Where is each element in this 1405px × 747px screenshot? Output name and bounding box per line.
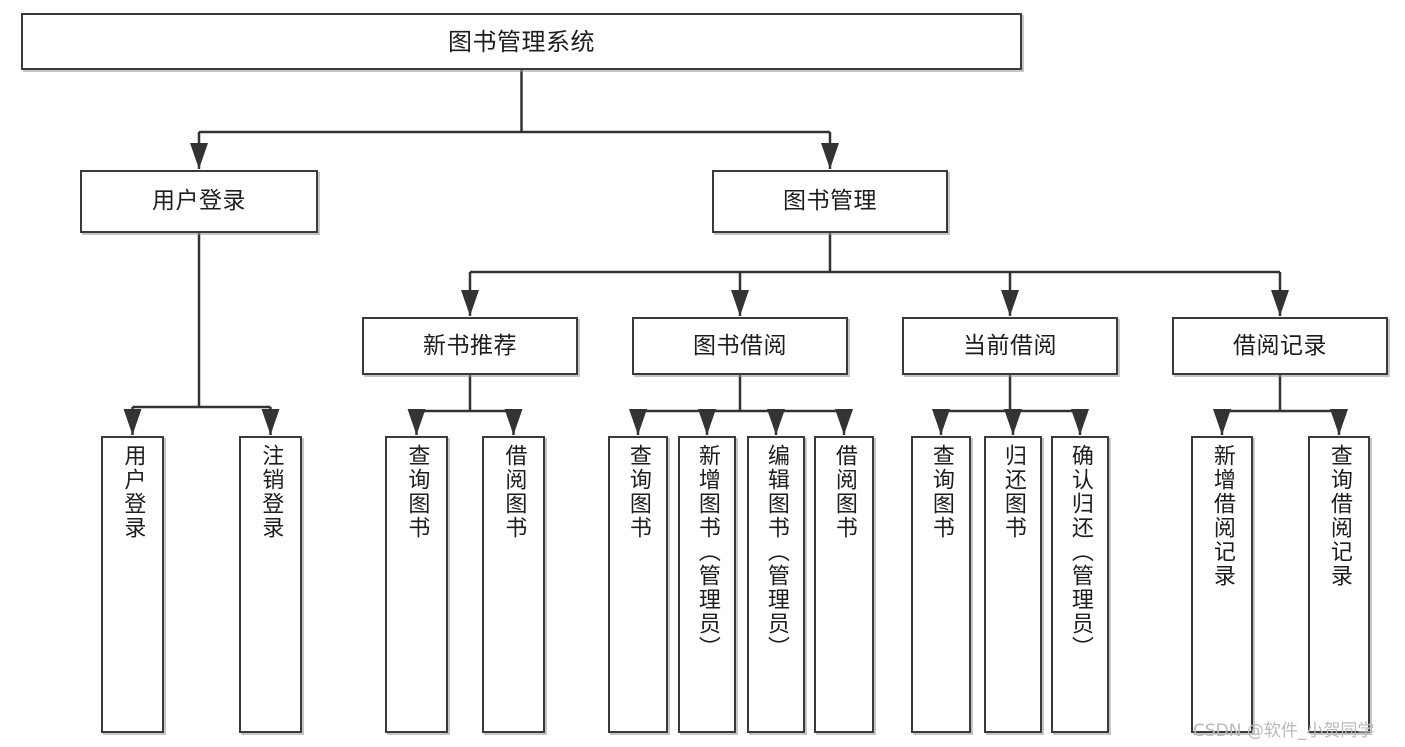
connector-arrowhead — [932, 409, 950, 435]
connector-arrowhead — [461, 290, 479, 316]
connector-arrowhead — [767, 409, 785, 435]
node-leaf-query-book-3[interactable]: 查询图书 — [911, 436, 971, 733]
node-label: 借阅图书 — [831, 444, 857, 540]
connector-arrowhead — [1071, 409, 1089, 435]
node-label: 归还图书 — [1000, 444, 1026, 540]
node-new-book-rec[interactable]: 新书推荐 — [362, 317, 578, 375]
connector-arrowhead — [1330, 409, 1348, 435]
connector-arrowhead — [407, 409, 426, 435]
node-leaf-borrow-book-1[interactable]: 借阅图书 — [482, 436, 545, 733]
connector-arrowhead — [1004, 409, 1022, 435]
node-leaf-edit-book[interactable]: 编辑图书（管理员） — [747, 436, 805, 733]
node-label: 查询图书 — [928, 444, 954, 540]
node-label: 编辑图书（管理员） — [763, 444, 789, 660]
node-label: 图书管理系统 — [448, 27, 595, 56]
watermark-text: CSDN @软件_小贺同学 — [1193, 721, 1375, 741]
node-label: 确认归还（管理员） — [1067, 444, 1093, 660]
connector-arrowhead — [504, 409, 523, 435]
connector-arrowhead — [190, 143, 208, 169]
node-label: 用户登录 — [120, 444, 146, 540]
node-leaf-query-book-2[interactable]: 查询图书 — [608, 436, 668, 733]
node-label: 借阅图书 — [501, 444, 527, 540]
node-label: 查询图书 — [404, 444, 430, 540]
connector-arrowhead — [1213, 409, 1231, 435]
connector-arrowhead — [123, 409, 142, 435]
node-label: 查询图书 — [625, 444, 651, 540]
node-label: 新增借阅记录 — [1209, 444, 1235, 588]
node-borrow-record[interactable]: 借阅记录 — [1172, 317, 1388, 375]
node-label: 图书借阅 — [693, 332, 787, 359]
node-leaf-query-record[interactable]: 查询借阅记录 — [1308, 436, 1370, 733]
node-leaf-return-book[interactable]: 归还图书 — [984, 436, 1042, 733]
node-label: 借阅记录 — [1233, 332, 1327, 359]
node-book-manage[interactable]: 图书管理 — [712, 170, 948, 233]
node-leaf-borrow-book-2[interactable]: 借阅图书 — [814, 436, 874, 733]
node-label: 当前借阅 — [963, 332, 1057, 359]
node-label: 新书推荐 — [423, 332, 517, 359]
node-book-borrow[interactable]: 图书借阅 — [632, 317, 848, 375]
node-label: 用户登录 — [152, 188, 246, 215]
node-leaf-user-login[interactable]: 用户登录 — [101, 436, 164, 733]
node-label: 查询借阅记录 — [1326, 444, 1352, 588]
node-label: 图书管理 — [783, 188, 877, 215]
connector-arrowhead — [1001, 290, 1019, 316]
connector-arrowhead — [261, 409, 280, 435]
connector-arrowhead — [731, 290, 749, 316]
node-leaf-query-book-1[interactable]: 查询图书 — [385, 436, 448, 733]
node-label: 新增图书（管理员） — [694, 444, 720, 660]
node-user-login[interactable]: 用户登录 — [80, 170, 318, 233]
node-current-borrow[interactable]: 当前借阅 — [902, 317, 1118, 375]
connector-arrowhead — [835, 409, 853, 435]
node-root[interactable]: 图书管理系统 — [21, 13, 1022, 70]
connector-arrowhead — [698, 409, 716, 435]
node-leaf-add-book[interactable]: 新增图书（管理员） — [678, 436, 736, 733]
connector-arrowhead — [821, 143, 839, 169]
node-leaf-confirm-return[interactable]: 确认归还（管理员） — [1051, 436, 1109, 733]
connector-arrowhead — [1271, 290, 1289, 316]
node-leaf-add-record[interactable]: 新增借阅记录 — [1191, 436, 1253, 733]
node-label: 注销登录 — [258, 444, 284, 540]
node-leaf-logout[interactable]: 注销登录 — [239, 436, 302, 733]
connector-arrowhead — [629, 409, 647, 435]
